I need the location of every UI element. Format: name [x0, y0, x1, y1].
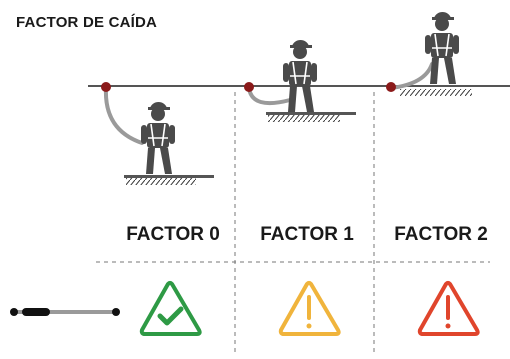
anchor-point-1 [244, 82, 254, 92]
factor-label-0: FACTOR 0 [126, 224, 220, 245]
anchor-point-0 [101, 82, 111, 92]
warning-triangle-icon [417, 281, 480, 336]
factor-label-2: FACTOR 2 [394, 224, 488, 245]
check-triangle-icon [139, 281, 202, 336]
scene-factor-1 [244, 39, 356, 122]
lanyard-2 [389, 62, 434, 90]
lanyard-1 [247, 86, 292, 105]
scene-factor-2 [386, 11, 472, 96]
anchor-point-2 [386, 82, 396, 92]
platform-1 [266, 112, 356, 115]
scene-factor-0 [101, 82, 214, 185]
platform-0 [124, 175, 214, 178]
factor-label-1: FACTOR 1 [260, 224, 354, 245]
lanyard-icon [10, 308, 120, 316]
diagram-title: FACTOR DE CAÍDA [16, 14, 158, 31]
lanyard-0 [103, 86, 144, 145]
warning-triangle-icon [278, 281, 341, 336]
